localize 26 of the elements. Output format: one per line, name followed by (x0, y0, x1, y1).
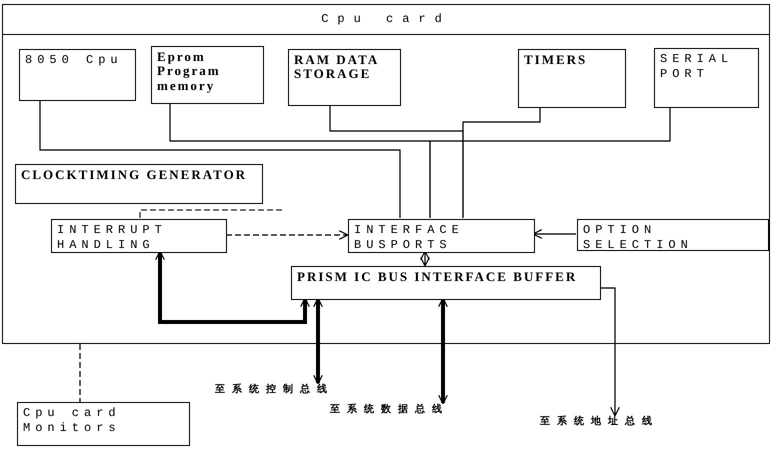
card-frame (2, 4, 770, 344)
arrow (600, 287, 620, 416)
connector-line (79, 344, 81, 402)
connector-line (429, 107, 671, 218)
module-box: 8050 Cpu (19, 49, 136, 101)
bus-label: 至系统控制总线 (215, 384, 365, 400)
module-box: TIMERS (518, 49, 626, 108)
arrow (226, 230, 348, 240)
arrow (154, 250, 310, 324)
module-box: Eprom Program memory (151, 46, 264, 104)
module-box: CLOCKTIMING GENERATOR (15, 164, 263, 204)
module-box: OPTION SELECTION (577, 219, 769, 251)
bus-label: 至系统数据总线 (330, 404, 480, 420)
module-box: INTERRUPT HANDLING (51, 219, 227, 253)
connector-line (462, 107, 541, 218)
arrow (312, 298, 324, 384)
card-title: Cpu card (3, 5, 769, 35)
module-box: INTERFACE BUSPORTS (348, 219, 535, 253)
arrow (420, 250, 430, 266)
arrow (438, 298, 448, 404)
buffer-box: PRISM IC BUS INTERFACE BUFFER (291, 266, 601, 300)
monitor-box: Cpu card Monitors (17, 402, 190, 446)
connector-line (39, 100, 401, 218)
module-box: SERIAL PORT (654, 48, 759, 108)
bus-label: 至系统地址总线 (540, 416, 690, 432)
module-box: RAM DATA STORAGE (288, 49, 401, 106)
